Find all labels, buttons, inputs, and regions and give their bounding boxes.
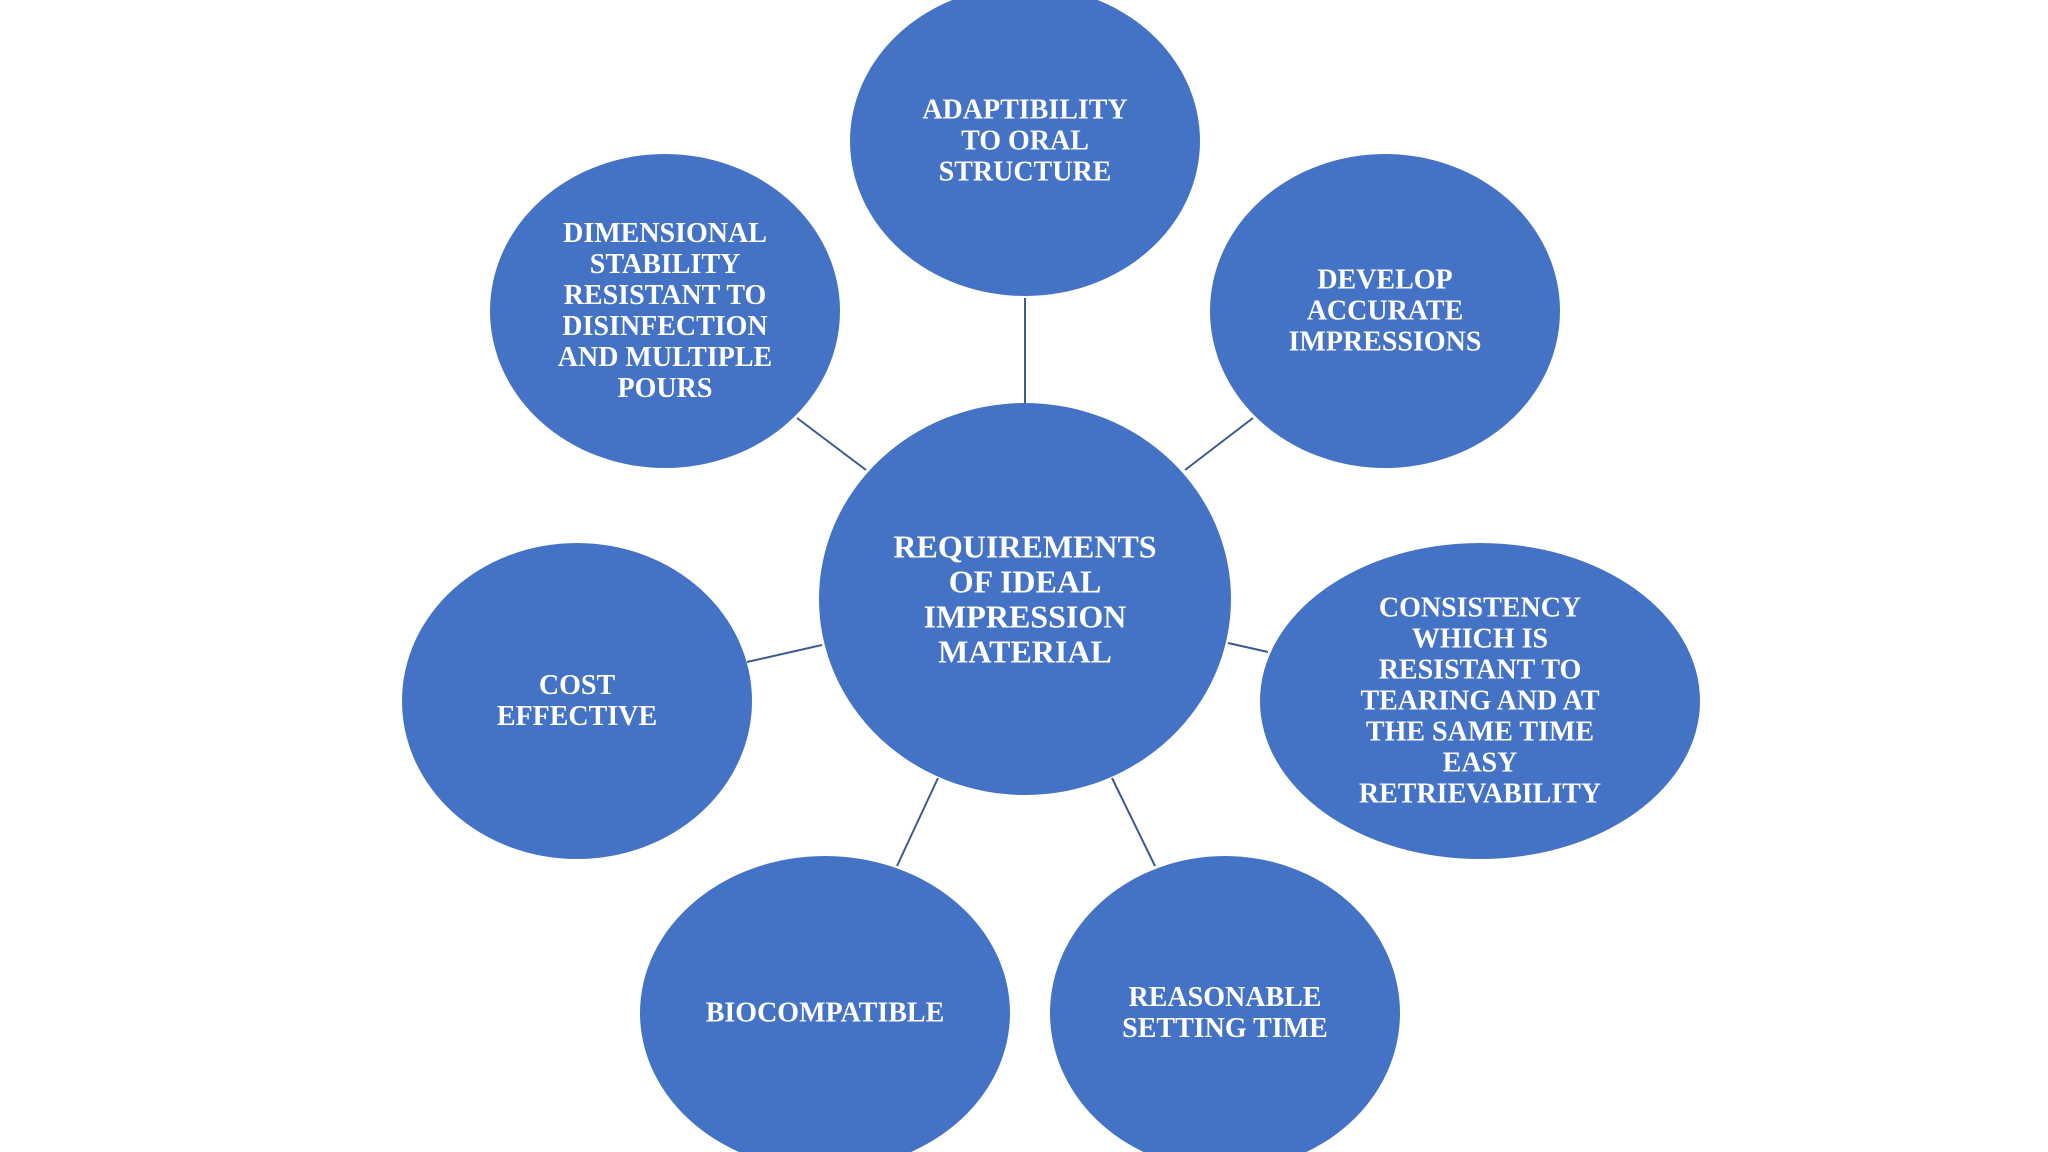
node-adaptability-label-line: TO ORAL (961, 126, 1089, 157)
node-dimensional-stability-label-line: RESISTANT TO (564, 280, 767, 311)
node-develop-accurate-label-line: ACCURATE (1307, 296, 1464, 327)
center-node-ellipse (819, 403, 1231, 795)
node-biocompatible-label-line: BIOCOMPATIBLE (706, 998, 945, 1029)
connector-consistency (1227, 642, 1269, 653)
node-dimensional-stability-label-line: DIMENSIONAL (563, 218, 767, 249)
node-develop-accurate-label-line: DEVELOP (1317, 265, 1452, 296)
center-node-label-line: OF IDEAL (949, 564, 1102, 600)
node-reasonable-setting-label-line: REASONABLE (1129, 982, 1322, 1013)
node-reasonable-setting-ellipse (1050, 856, 1400, 1152)
connectors (746, 298, 1269, 867)
center-node-label-line: REQUIREMENTS (893, 529, 1156, 565)
connector-dimensional-stability (796, 417, 867, 471)
node-consistency-label-line: RESISTANT TO (1379, 655, 1582, 686)
connector-reasonable-setting (1111, 777, 1156, 867)
connector-biocompatible (896, 777, 939, 867)
node-develop-accurate-ellipse (1210, 154, 1560, 468)
node-reasonable-setting-label-line: SETTING TIME (1122, 1013, 1328, 1044)
node-consistency-label-line: THE SAME TIME (1366, 717, 1594, 748)
node-biocompatible: BIOCOMPATIBLE (640, 856, 1010, 1152)
node-consistency-ellipse (1260, 543, 1700, 859)
node-dimensional-stability-ellipse (490, 154, 840, 468)
node-dimensional-stability-label-line: POURS (618, 373, 713, 404)
center-node-label-line: IMPRESSION (924, 599, 1127, 635)
node-consistency-label-line: TEARING AND AT (1360, 686, 1599, 717)
node-dimensional-stability-label-line: AND MULTIPLE (558, 342, 772, 373)
node-adaptability-ellipse (850, 0, 1200, 296)
node-cost-effective-ellipse (402, 543, 752, 859)
node-consistency-label-line: CONSISTENCY (1379, 593, 1581, 624)
node-adaptability-label-line: STRUCTURE (939, 157, 1112, 188)
center-node-label-line: MATERIAL (938, 634, 1112, 670)
node-consistency-label-line: EASY (1443, 748, 1518, 779)
node-consistency-label-line: RETRIEVABILITY (1359, 779, 1601, 810)
node-dimensional-stability-label-line: STABILITY (590, 249, 740, 280)
node-adaptability-label-line: ADAPTIBILITY (922, 95, 1127, 126)
connector-develop-accurate (1184, 417, 1254, 471)
node-biocompatible-ellipse (640, 856, 1010, 1152)
node-develop-accurate-label-line: IMPRESSIONS (1289, 327, 1482, 358)
node-cost-effective-label-line: COST (539, 670, 616, 701)
connector-cost-effective (746, 644, 823, 663)
node-cost-effective-label-line: EFFECTIVE (497, 701, 657, 732)
node-dimensional-stability-label-line: DISINFECTION (562, 311, 767, 342)
node-consistency-label-line: WHICH IS (1412, 624, 1548, 655)
